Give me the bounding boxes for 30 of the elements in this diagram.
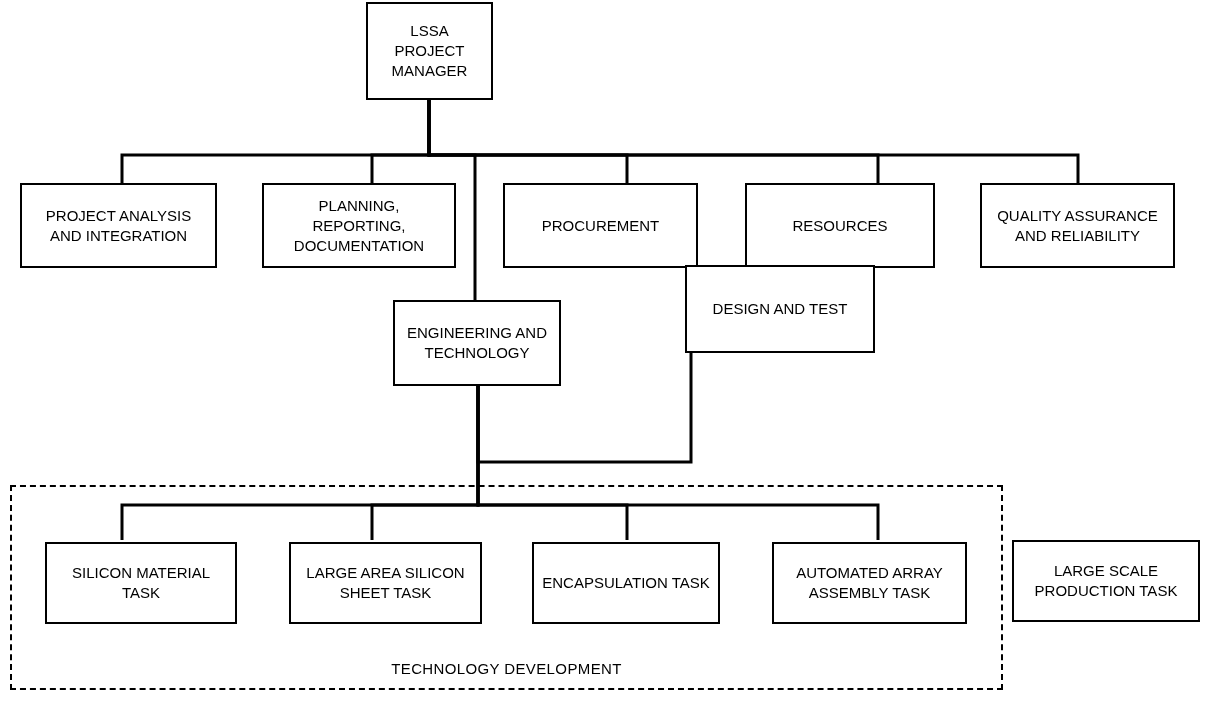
org-box (745, 183, 935, 268)
box-label: DESIGN AND TEST (712, 299, 848, 319)
org-box (262, 183, 456, 268)
box-label: AUTOMATED ARRAY ASSEMBLY TASK (795, 563, 944, 603)
box-label: RESOURCES (792, 215, 888, 236)
box-label: PLANNING, REPORTING, DOCUMENTATION (292, 195, 426, 256)
org-box (366, 2, 493, 100)
box-label: PROCUREMENT (541, 215, 660, 236)
connector-line (427, 100, 477, 300)
box-label: ENGINEERING AND TECHNOLOGY (406, 323, 548, 363)
org-box (503, 183, 698, 268)
org-box (45, 542, 237, 624)
group-label: TECHNOLOGY DEVELOPMENT (391, 658, 622, 679)
org-box (1012, 540, 1200, 622)
box-label: QUALITY ASSURANCE AND RELIABILITY (996, 205, 1159, 246)
box-label: LARGE AREA SILICON SHEET TASK (305, 563, 466, 603)
org-box (289, 542, 482, 624)
box-label: ENCAPSULATION TASK (542, 573, 710, 593)
org-box (20, 183, 217, 268)
box-label: SILICON MATERIAL TASK (70, 563, 212, 603)
connector-line (476, 386, 880, 540)
org-box (685, 265, 875, 353)
dashed-group-region (10, 485, 1003, 690)
org-box (772, 542, 967, 624)
org-box (980, 183, 1175, 268)
org-box (532, 542, 720, 624)
box-label: PROJECT ANALYSIS AND INTEGRATION (44, 205, 193, 246)
org-box (393, 300, 561, 386)
box-label: LSSA PROJECT MANAGER (390, 21, 469, 81)
box-label: LARGE SCALE PRODUCTION TASK (1033, 561, 1179, 601)
